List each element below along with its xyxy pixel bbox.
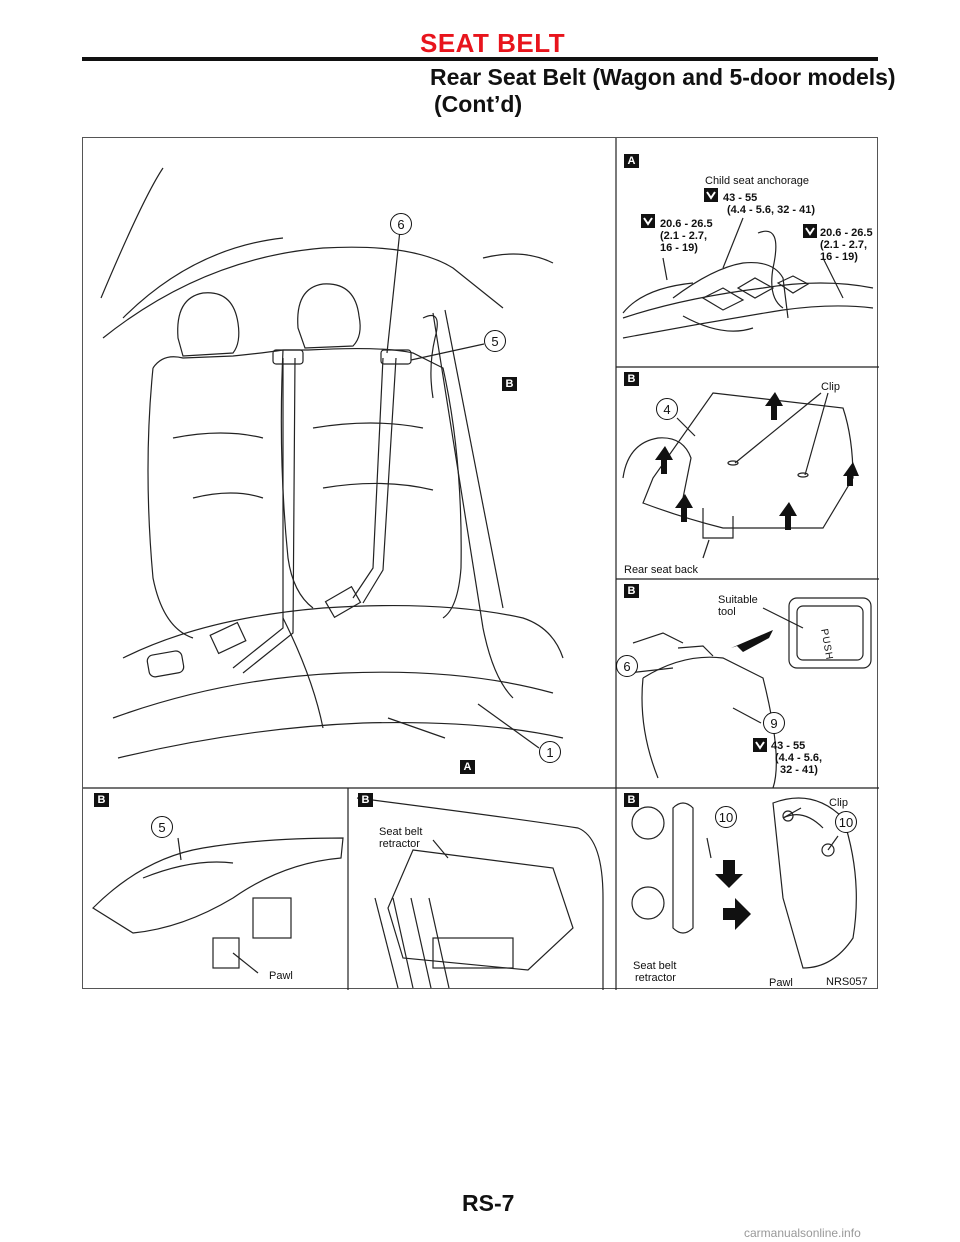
label-seat-belt-retractor-line1: Seat belt — [379, 826, 423, 838]
label-torque-center-line1: 43 - 55 — [723, 192, 758, 204]
label-torque-bolt9-line2: (4.4 - 5.6, — [775, 752, 823, 764]
arrow-8 — [731, 630, 773, 652]
page-title-line1: Rear Seat Belt (Wagon and 5-door models) — [430, 64, 896, 90]
label-seat-belt-retractor-line2: retractor — [635, 972, 676, 984]
callout-6: 6 — [390, 213, 412, 235]
label-child-seat-anchorage: Child seat anchorage — [705, 175, 809, 187]
page-title-line2: (Cont’d) — [434, 91, 523, 117]
arrow-3 — [843, 462, 859, 486]
callout-1: 1 — [539, 741, 561, 763]
torque-wrench-icon — [753, 738, 767, 752]
torque-wrench-icon — [803, 224, 817, 238]
callout-9: 9 — [763, 712, 785, 734]
label-suitable-tool-line2: tool — [718, 606, 736, 618]
section-title: SEAT BELT — [420, 28, 566, 58]
arrow-4 — [675, 494, 693, 522]
figure-drawing — [83, 138, 879, 990]
section-marker-b: B — [624, 584, 639, 598]
section-marker-b: B — [358, 793, 373, 807]
label-pawl: Pawl — [269, 970, 293, 982]
label-torque-bolt9-line3: 32 - 41) — [780, 764, 818, 776]
page-number: RS-7 — [462, 1190, 515, 1216]
header-rule — [82, 57, 878, 61]
torque-wrench-icon — [641, 214, 655, 228]
section-marker-b: B — [502, 377, 517, 391]
direction-arrows — [655, 392, 859, 930]
figure-reference-code: NRS057 — [826, 976, 868, 988]
callout-10: 10 — [715, 806, 737, 828]
torque-wrench-icon — [704, 188, 718, 202]
clip-pawl-illustration — [631, 797, 857, 969]
seat-belt-figure: A B B B A B B B 6 5 1 4 6 9 5 10 10 Chil… — [82, 137, 879, 990]
section-marker-b: B — [624, 793, 639, 807]
seat-belt-retractor-illustration — [356, 797, 604, 990]
page-title: Rear Seat Belt (Wagon and 5-door models)… — [430, 64, 900, 118]
arrow-5 — [779, 502, 797, 530]
section-marker-a: A — [460, 760, 475, 774]
arrow-6 — [715, 860, 743, 888]
label-torque-right-line2: (2.1 - 2.7, — [820, 239, 868, 251]
section-marker-b: B — [94, 793, 109, 807]
label-torque-left-line2: (2.1 - 2.7, — [660, 230, 708, 242]
section-marker-a: A — [624, 154, 639, 168]
rear-seat-back-illustration — [622, 392, 854, 559]
label-seat-belt-retractor-line2: retractor — [379, 838, 420, 850]
label-torque-center-line2: (4.4 - 5.6, 32 - 41) — [727, 204, 816, 216]
callout-5: 5 — [484, 330, 506, 352]
label-torque-right-line1: 20.6 - 26.5 — [820, 227, 873, 239]
label-clip: Clip — [821, 381, 840, 393]
rear-seat-illustration — [100, 167, 564, 759]
arrow-2 — [655, 446, 673, 474]
pawl-illustration — [92, 837, 344, 974]
label-torque-left-line1: 20.6 - 26.5 — [660, 218, 713, 230]
label-torque-right-line3: 16 - 19) — [820, 251, 858, 263]
label-suitable-tool-line1: Suitable — [718, 594, 758, 606]
watermark-text: carmanualsonline.info — [744, 1226, 861, 1240]
callout-5: 5 — [151, 816, 173, 838]
child-seat-anchorage-illustration — [622, 217, 874, 339]
label-torque-bolt9-line1: 43 - 55 — [771, 740, 806, 752]
arrow-7 — [723, 898, 751, 930]
label-pawl: Pawl — [769, 977, 793, 989]
label-seat-belt-retractor-line1: Seat belt — [633, 960, 677, 972]
arrow-1 — [765, 392, 783, 420]
label-rear-seat-back: Rear seat back — [624, 564, 698, 576]
callout-10: 10 — [835, 811, 857, 833]
label-clip: Clip — [829, 797, 848, 809]
section-marker-b: B — [624, 372, 639, 386]
label-torque-left-line3: 16 - 19) — [660, 242, 698, 254]
callout-6: 6 — [616, 655, 638, 677]
callout-4: 4 — [656, 398, 678, 420]
trim-removal-illustration — [627, 597, 872, 789]
